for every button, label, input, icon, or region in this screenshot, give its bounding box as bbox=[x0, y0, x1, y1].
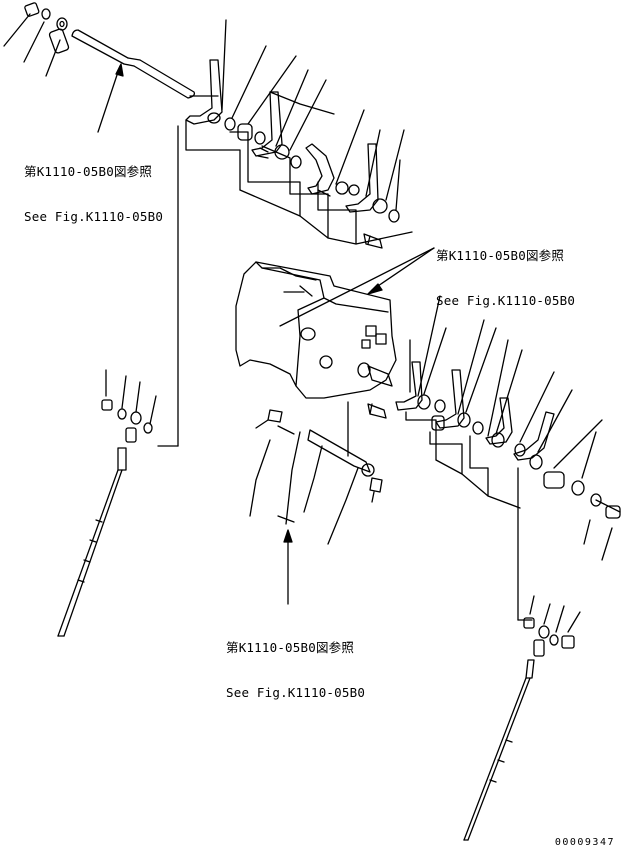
drawing-number: 00009347 bbox=[554, 837, 615, 848]
reference-english: See Fig.K1110-05B0 bbox=[436, 293, 576, 308]
figure-reference-bottom: 第K1110-05B0図参照 See Fig.K1110-05B0 bbox=[226, 610, 365, 730]
top-left-fasteners bbox=[3, 2, 70, 77]
figure-reference-right: 第K1110-05B0図参照 See Fig.K1110-05B0 bbox=[436, 218, 575, 338]
right-rod-assembly bbox=[463, 595, 581, 841]
top-lever-group bbox=[157, 19, 413, 447]
leader-arrow bbox=[97, 63, 124, 133]
reference-japanese: 第K1110-05B0図参照 bbox=[24, 164, 153, 179]
central-housing bbox=[235, 261, 397, 399]
reference-japanese: 第K1110-05B0図参照 bbox=[226, 640, 355, 655]
right-lever-group bbox=[367, 295, 621, 621]
figure-reference-left: 第K1110-05B0図参照 See Fig.K1110-05B0 bbox=[24, 134, 163, 254]
reference-english: See Fig.K1110-05B0 bbox=[226, 685, 366, 700]
reference-english: See Fig.K1110-05B0 bbox=[24, 209, 164, 224]
shaft-rod bbox=[71, 29, 196, 99]
leader-arrow bbox=[279, 247, 435, 327]
reference-japanese: 第K1110-05B0図参照 bbox=[436, 248, 565, 263]
left-rod-assembly bbox=[57, 369, 157, 637]
leader-arrow bbox=[283, 529, 293, 605]
bottom-center-fork bbox=[249, 401, 383, 545]
